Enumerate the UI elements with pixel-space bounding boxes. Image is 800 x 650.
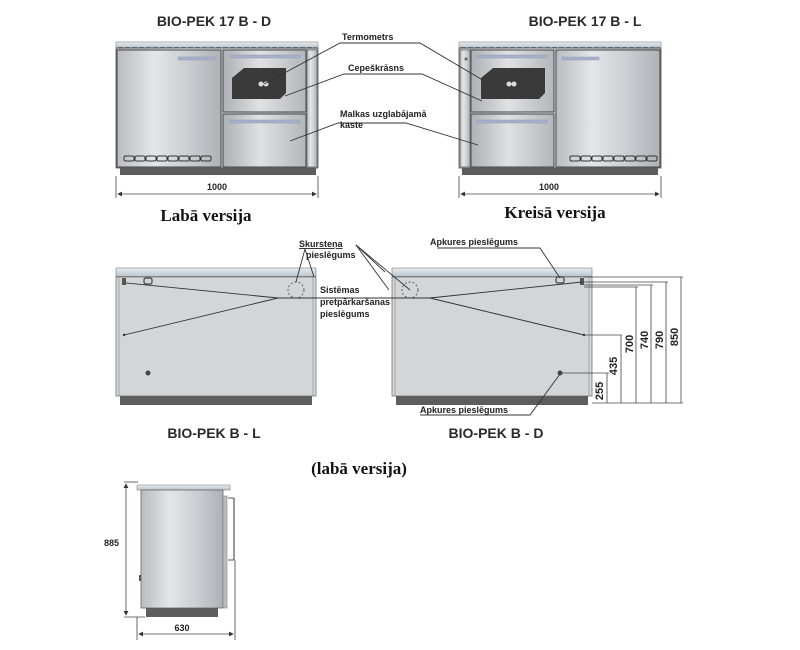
rear-callouts: Skursteņa pieslēgums Sistēmas pretpārkar… [278, 237, 561, 416]
model-title-b-l: BIO-PEK B - L [167, 425, 261, 441]
model-title-17-b-d: BIO-PEK 17 B - D [157, 13, 271, 29]
callout-chimney-line2: pieslēgums [306, 250, 356, 260]
callout-oven: Cepeškrāsns [348, 63, 404, 73]
caption-side-view: (labā versija) [311, 459, 407, 478]
caption-right-version: Labā versija [160, 206, 252, 225]
callout-heating-top: Apkures pieslēgums [430, 237, 518, 247]
dim-850: 850 [669, 328, 681, 346]
depth-dimension-630: 630 [174, 623, 189, 633]
callout-overheat-line2: pretpārkaršanas [320, 297, 390, 307]
callout-overheat-line1: Sistēmas [320, 285, 360, 295]
callout-wood-storage-line2: kaste [340, 120, 363, 130]
dim-790: 790 [654, 331, 666, 349]
height-dimension-885: 885 [104, 538, 119, 548]
dim-255: 255 [594, 382, 606, 400]
dim-435: 435 [608, 357, 620, 375]
dim-700: 700 [624, 335, 636, 353]
callout-heating-bottom: Apkures pieslēgums [420, 405, 508, 415]
caption-left-version: Kreisā versija [504, 203, 606, 222]
side-view: (labā versija) 885 630 [104, 459, 407, 640]
callout-chimney-line1: Skursteņa [299, 239, 344, 249]
heating-connection-marker [145, 370, 151, 376]
model-title-b-d: BIO-PEK B - D [449, 425, 544, 441]
callout-overheat-line3: pieslēgums [320, 309, 370, 319]
callout-thermometer: Termometrs [342, 32, 393, 42]
callout-wood-storage-line1: Malkas uzglabājamā [340, 109, 428, 119]
rear-view-left-model: BIO-PEK B - L [115, 267, 317, 441]
front-view-right-model: BIO-PEK 17 B - D [115, 13, 319, 225]
width-dimension: 1000 [539, 182, 559, 192]
front-callouts: Termometrs Cepeškrāsns Malkas uzglabājam… [263, 32, 487, 146]
height-dimensions: 255 435 700 740 790 850 [562, 276, 683, 404]
thermometer-icon [258, 81, 264, 87]
air-vent-slots [569, 155, 658, 162]
front-view-left-model: BIO-PEK 17 B - L 100 [458, 13, 662, 222]
air-vent-slots [123, 155, 212, 162]
dim-740: 740 [639, 331, 651, 349]
model-title-17-b-l: BIO-PEK 17 B - L [529, 13, 642, 29]
width-dimension: 1000 [207, 182, 227, 192]
rear-view-right-model: BIO-PEK B - D [391, 267, 593, 441]
